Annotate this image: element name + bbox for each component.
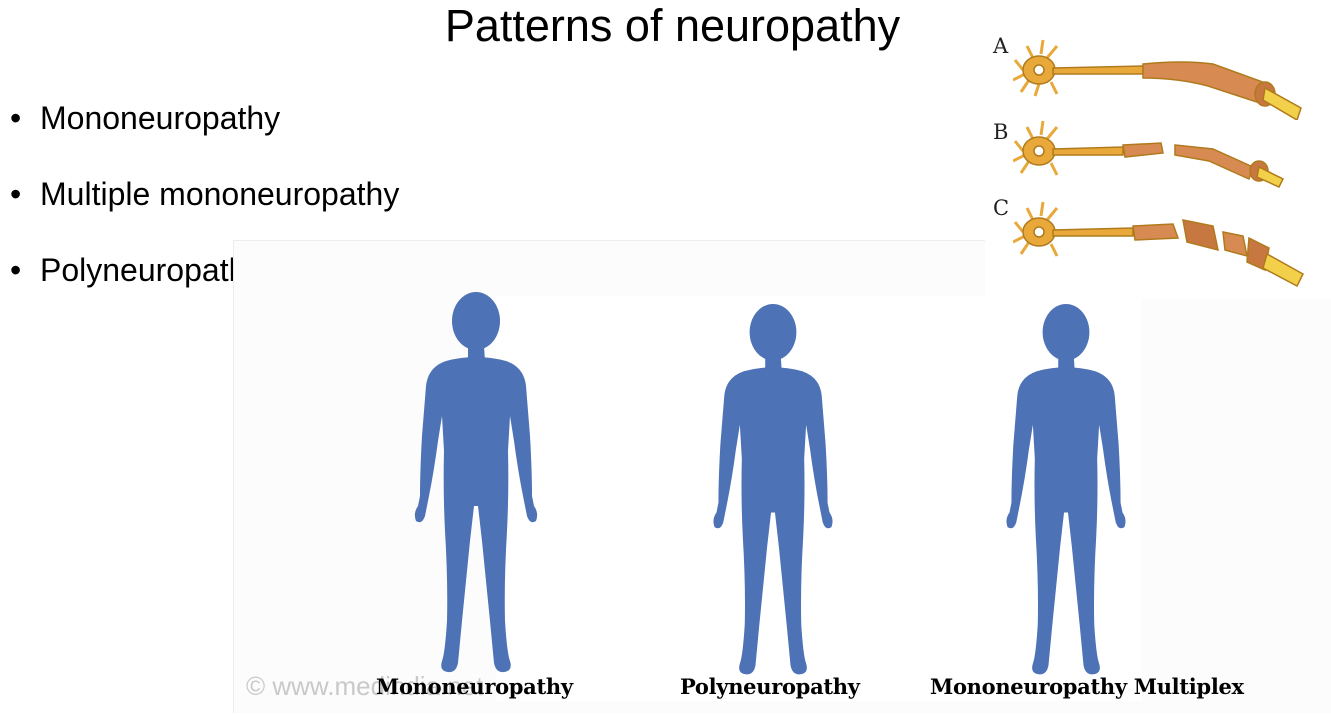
bullet-text: Polyneuropathy	[40, 252, 263, 288]
slide-title: Patterns of neuropathy	[444, 0, 901, 51]
body-figure-mononeuropathy	[414, 292, 546, 681]
figure-label: Mononeuropathy Multiplex	[930, 674, 1244, 699]
neuron-c-icon	[1013, 201, 1304, 288]
neuron-diagram: A B C	[985, 30, 1331, 298]
neuron-letter-b: B	[993, 120, 1009, 144]
figure-label: Polyneuropathy	[680, 674, 860, 699]
bullet-item: • Multiple mononeuropathy	[10, 172, 399, 248]
neuron-a-icon	[1013, 39, 1302, 120]
bullet-text: Multiple mononeuropathy	[40, 176, 400, 212]
body-figure-polyneuropathy	[713, 303, 833, 675]
body-figure-mononeuropathy-multiplex	[1006, 303, 1136, 675]
figure-label: Mononeuropathy	[376, 674, 573, 699]
bullet-item: • Polyneuropathy	[10, 248, 399, 324]
bullet-dot: •	[10, 252, 22, 288]
bullet-item: • Mononeuropathy	[10, 96, 399, 172]
neuron-b-icon	[1013, 120, 1285, 188]
bullet-list: • Mononeuropathy • Multiple mononeuropathy…	[10, 96, 399, 324]
bullet-text: Mononeuropathy	[40, 100, 281, 136]
neuron-letter-a: A	[993, 34, 1009, 58]
neuron-letter-c: C	[993, 196, 1010, 220]
watermark-text: © www.medindia.net	[246, 671, 484, 701]
body-figures-panel: © www.medindia.net Mononeuropathy Polyne…	[233, 240, 1331, 713]
bullet-dot: •	[10, 100, 22, 136]
bullet-dot: •	[10, 176, 22, 212]
